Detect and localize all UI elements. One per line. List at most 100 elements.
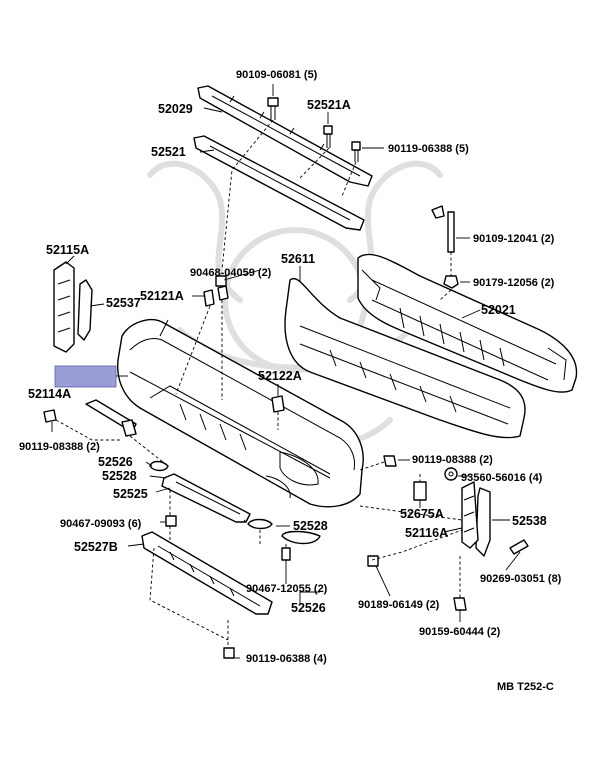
label-52521[interactable]: 52521 [151, 145, 186, 159]
part-90109-06081-bolt[interactable] [267, 97, 279, 120]
label-90119-08388-right[interactable]: 90119-08388 [412, 454, 476, 466]
svg-text:52525: 52525 [113, 487, 148, 501]
label-90159-60444[interactable]: 90159-60444 [419, 626, 485, 638]
part-52675A-clip[interactable] [413, 481, 427, 501]
svg-text:90159-60444 (2): 90159-60444 (2) [419, 626, 501, 638]
part-90119-06388-bolt-lower[interactable] [223, 647, 235, 659]
part-52526-plate-lower[interactable] [281, 530, 321, 545]
svg-text:90119-06388 (5): 90119-06388 (5) [388, 143, 469, 155]
label-90119-08388-left[interactable]: 90119-08388 [19, 441, 83, 453]
qty-90119-06388-upper: (5) [455, 143, 469, 155]
part-90189-06149-fastener[interactable] [367, 555, 379, 567]
svg-text:52122A: 52122A [258, 369, 302, 383]
label-52675A[interactable]: 52675A [400, 507, 444, 521]
part-52116A-support[interactable] [461, 481, 479, 549]
qty-90159-60444: (2) [487, 626, 501, 638]
selected-part-highlight[interactable] [54, 365, 117, 388]
svg-text:90179-12056 (2): 90179-12056 (2) [473, 277, 555, 289]
label-90109-12041[interactable]: 90109-12041 [473, 233, 538, 245]
label-90119-06388-lower[interactable]: 90119-06388 [246, 653, 310, 665]
part-52115A-support[interactable] [53, 261, 75, 353]
part-52526-plate-upper[interactable] [149, 460, 169, 472]
label-52115A[interactable]: 52115A [46, 243, 89, 257]
part-52525-strip[interactable] [161, 473, 251, 523]
svg-text:90468-04059 (2): 90468-04059 (2) [190, 267, 272, 279]
part-left-retainer[interactable] [85, 399, 137, 437]
label-90179-12056[interactable]: 90179-12056 [473, 277, 538, 289]
part-52029-retainer[interactable] [197, 85, 373, 187]
label-52121A[interactable]: 52121A [140, 289, 184, 303]
qty-90119-08388-left: (2) [86, 441, 100, 453]
part-52528-plate-lower[interactable] [247, 518, 273, 530]
label-52528-upper[interactable]: 52528 [102, 469, 137, 483]
part-93560-56016-washer[interactable] [444, 467, 458, 481]
part-52521-strip[interactable] [193, 135, 365, 231]
svg-text:52526: 52526 [291, 601, 326, 615]
part-90179-12056-nut[interactable] [443, 275, 459, 289]
label-52526-upper[interactable]: 52526 [98, 455, 133, 469]
svg-text:52029: 52029 [158, 102, 193, 116]
part-90109-12041-bolt[interactable] [431, 205, 455, 253]
label-93560-56016[interactable]: 93560-56016 [461, 472, 526, 484]
part-52521A-clip[interactable] [323, 125, 333, 148]
label-52526-lower[interactable]: 52526 [291, 601, 326, 615]
svg-text:52521A: 52521A [307, 98, 351, 112]
label-90467-12055[interactable]: 90467-12055 [246, 583, 311, 595]
svg-text:52611: 52611 [281, 252, 315, 266]
label-90269-03051[interactable]: 90269-03051 [480, 573, 545, 585]
svg-text:52528: 52528 [102, 469, 137, 483]
label-90468-04059[interactable]: 90468-04059 [190, 267, 255, 279]
svg-text:90269-03051 (8): 90269-03051 (8) [480, 573, 562, 585]
label-52116A[interactable]: 52116A [405, 526, 448, 540]
label-90109-06081[interactable]: 90109-06081 [236, 69, 301, 81]
part-52527B-spoiler[interactable] [141, 531, 273, 615]
label-90119-06388-upper[interactable]: 90119-06388 [388, 143, 452, 155]
label-52021[interactable]: 52021 [481, 303, 516, 317]
svg-text:52527B: 52527B [74, 540, 118, 554]
label-52122A[interactable]: 52122A [258, 369, 302, 383]
label-52029[interactable]: 52029 [158, 102, 193, 116]
part-90119-08388-bolt-right[interactable] [383, 455, 397, 467]
part-52538-seal[interactable] [475, 487, 491, 557]
label-52611[interactable]: 52611 [281, 252, 315, 266]
part-52114A-bumper-cover[interactable] [117, 318, 364, 508]
label-52538[interactable]: 52538 [512, 514, 547, 528]
label-52527B[interactable]: 52527B [74, 540, 118, 554]
svg-text:90119-08388 (2): 90119-08388 (2) [412, 454, 493, 466]
qty-90468-04059: (2) [258, 267, 272, 279]
svg-text:52116A: 52116A [405, 526, 448, 540]
qty-90189-06149: (2) [426, 599, 440, 611]
part-90119-08388-bolt-left[interactable] [43, 409, 57, 423]
part-52611-absorber[interactable] [284, 277, 526, 439]
svg-text:52121A: 52121A [140, 289, 184, 303]
label-52114A[interactable]: 52114A [28, 387, 71, 401]
part-52537-seal[interactable] [77, 279, 93, 341]
label-52537[interactable]: 52537 [106, 296, 141, 310]
part-90468-04059-clip[interactable] [215, 275, 227, 287]
label-52521A[interactable]: 52521A [307, 98, 351, 112]
svg-text:90109-06081 (5): 90109-06081 (5) [236, 69, 318, 81]
drawing-code: MB T252-C [497, 681, 554, 693]
part-labels: 90109-06081 (5) 52029 52521A 52521 90119… [19, 69, 562, 693]
label-52528-lower[interactable]: 52528 [293, 519, 328, 533]
part-52121A-bracket[interactable] [203, 285, 229, 307]
part-52021-reinforcement[interactable] [357, 253, 578, 393]
part-90467-12055-clip[interactable] [281, 547, 291, 561]
svg-text:52115A: 52115A [46, 243, 89, 257]
qty-90109-06081: (5) [304, 69, 318, 81]
qty-90467-12055: (2) [314, 583, 328, 595]
qty-90119-06388-lower: (4) [313, 653, 327, 665]
svg-text:52021: 52021 [481, 303, 516, 317]
svg-text:52526: 52526 [98, 455, 133, 469]
label-90189-06149[interactable]: 90189-06149 [358, 599, 423, 611]
part-90269-03051-rivet[interactable] [509, 539, 529, 555]
part-52122A-bracket[interactable] [271, 395, 285, 413]
label-90467-09093[interactable]: 90467-09093 [60, 518, 125, 530]
svg-text:52538: 52538 [512, 514, 547, 528]
part-90159-60444-bolt[interactable] [453, 597, 467, 611]
svg-text:93560-56016 (4): 93560-56016 (4) [461, 472, 543, 484]
label-52525[interactable]: 52525 [113, 487, 148, 501]
part-90119-06388-bolt-upper[interactable] [351, 141, 361, 162]
part-90467-09093-clip[interactable] [165, 515, 177, 527]
